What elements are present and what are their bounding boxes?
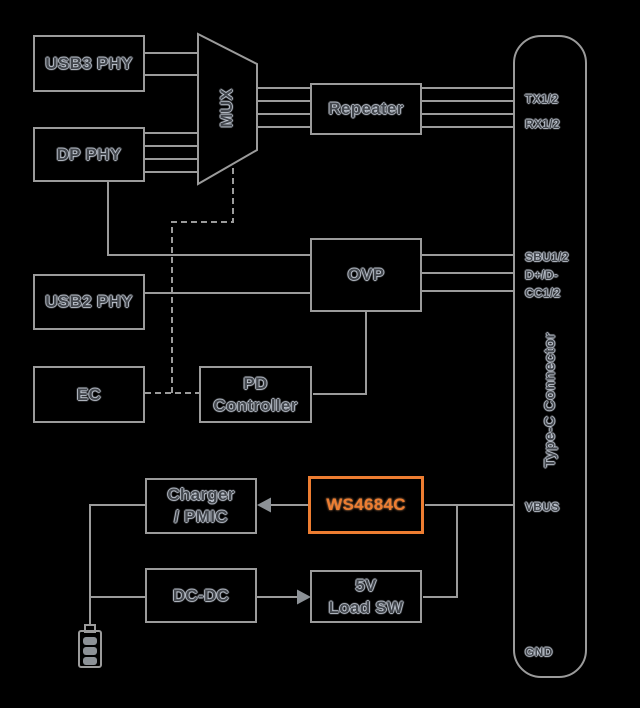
pin-vbus: VBUS <box>525 500 560 514</box>
block-charger-pmic: Charger / PMIC <box>145 478 257 534</box>
block-dp-phy: DP PHY <box>33 127 145 182</box>
mux-shape <box>197 32 258 186</box>
wire-vbus-loadsw <box>423 505 458 598</box>
block-ec-label: EC <box>76 384 102 404</box>
block-ws4684c-label: WS4684C <box>326 495 406 514</box>
block-pd-controller: PD Controller <box>199 366 312 423</box>
block-mux-label: MUX <box>217 88 236 128</box>
pin-gnd: GND <box>525 645 553 659</box>
wire-charger-battery <box>89 504 145 625</box>
battery-icon <box>78 624 102 668</box>
pin-rx: RX1/2 <box>525 117 560 131</box>
type-c-connector-title: Type-C Connector <box>541 332 559 468</box>
block-repeater-label: Repeater <box>328 99 404 118</box>
block-ovp-label: OVP <box>347 265 385 284</box>
wire-dp-ovp <box>107 182 310 256</box>
block-usb3-phy-label: USB3 PHY <box>45 53 133 73</box>
block-pd-controller-label-line1: PD <box>243 373 268 393</box>
block-ovp: OVP <box>310 238 422 312</box>
block-dp-phy-label: DP PHY <box>56 144 122 164</box>
pin-sbu: SBU1/2 <box>525 250 569 264</box>
pin-dpdm: D+/D- <box>525 268 559 282</box>
block-ws4684c: WS4684C <box>308 476 424 534</box>
wire-ovp-pd <box>313 312 367 395</box>
type-c-connector: TX1/2 RX1/2 SBU1/2 D+/D- CC1/2 VBUS GND … <box>513 35 587 678</box>
pin-cc: CC1/2 <box>525 286 561 300</box>
block-dcdc: DC-DC <box>145 568 257 623</box>
block-usb2-phy-label: USB2 PHY <box>45 292 133 311</box>
block-charger-pmic-label-line2: / PMIC <box>174 507 228 526</box>
block-pd-controller-label-line2: Controller <box>213 395 298 415</box>
block-dcdc-label: DC-DC <box>172 585 230 605</box>
block-charger-pmic-label-line1: Charger <box>167 485 235 504</box>
arrowhead-loadsw <box>297 589 311 605</box>
pin-tx: TX1/2 <box>525 92 559 106</box>
block-5v-load-sw: 5V Load SW <box>310 570 422 623</box>
arrowhead-charger <box>257 497 271 513</box>
block-repeater: Repeater <box>310 83 422 135</box>
block-usb2-phy: USB2 PHY <box>33 274 145 330</box>
block-ec: EC <box>33 366 145 423</box>
wire-dashed-mux-pd <box>171 168 234 393</box>
block-usb3-phy: USB3 PHY <box>33 35 145 92</box>
block-5v-load-sw-label-line1: 5V <box>355 575 377 595</box>
block-5v-load-sw-label-line2: Load SW <box>328 597 404 617</box>
